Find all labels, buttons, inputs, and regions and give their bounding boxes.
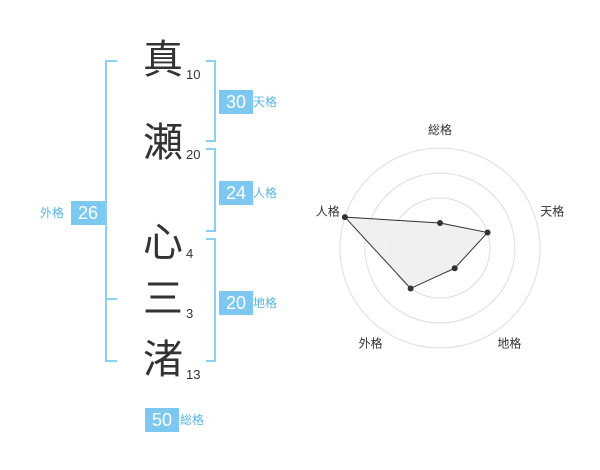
radar-ring-3	[364, 172, 516, 324]
radar-point-4	[407, 285, 414, 292]
gaikaku-bracket	[105, 60, 117, 362]
chikaku-bracket	[206, 238, 216, 362]
jinkaku-value: 24	[219, 181, 253, 205]
gaikaku-value: 26	[71, 201, 105, 225]
stroke-count-5: 13	[186, 367, 201, 382]
name-char-1: 真	[143, 37, 183, 83]
name-char-5: 渚	[143, 337, 183, 383]
jinkaku-bracket	[206, 148, 216, 232]
gaikaku-bracket-mid-tick	[105, 298, 117, 300]
radar-axis-label-5: 人格	[316, 204, 340, 219]
tenkaku-bracket	[206, 60, 216, 142]
soukaku-value: 50	[145, 408, 179, 432]
radar-axis-label-4: 外格	[359, 335, 383, 350]
radar-point-3	[451, 265, 458, 272]
stroke-count-4: 3	[186, 306, 194, 321]
chikaku-label: 地格	[253, 296, 278, 310]
chikaku-value: 20	[219, 291, 253, 315]
radar-axis-label-2: 天格	[540, 204, 564, 219]
tenkaku-value: 30	[219, 90, 253, 114]
radar-point-1	[437, 220, 443, 226]
stroke-count-1: 10	[186, 67, 201, 82]
name-char-4: 三	[143, 276, 183, 322]
radar-points	[341, 214, 491, 292]
name-char-2: 瀬	[143, 120, 183, 166]
radar-point-2	[484, 229, 491, 236]
name-char-3: 心	[143, 220, 183, 266]
radar-ring-4	[339, 147, 541, 349]
radar-axis-label-3: 地格	[497, 335, 521, 350]
jinkaku-label: 人格	[253, 186, 278, 200]
radar-point-5	[341, 214, 348, 221]
gaikaku-label: 外格	[40, 206, 65, 220]
radar-axis-label-1: 総格	[428, 122, 452, 137]
radar-area	[343, 216, 489, 290]
tenkaku-label: 天格	[253, 95, 278, 109]
soukaku-label: 総格	[180, 413, 205, 427]
stroke-count-3: 4	[186, 246, 194, 261]
stroke-count-2: 20	[186, 147, 201, 162]
